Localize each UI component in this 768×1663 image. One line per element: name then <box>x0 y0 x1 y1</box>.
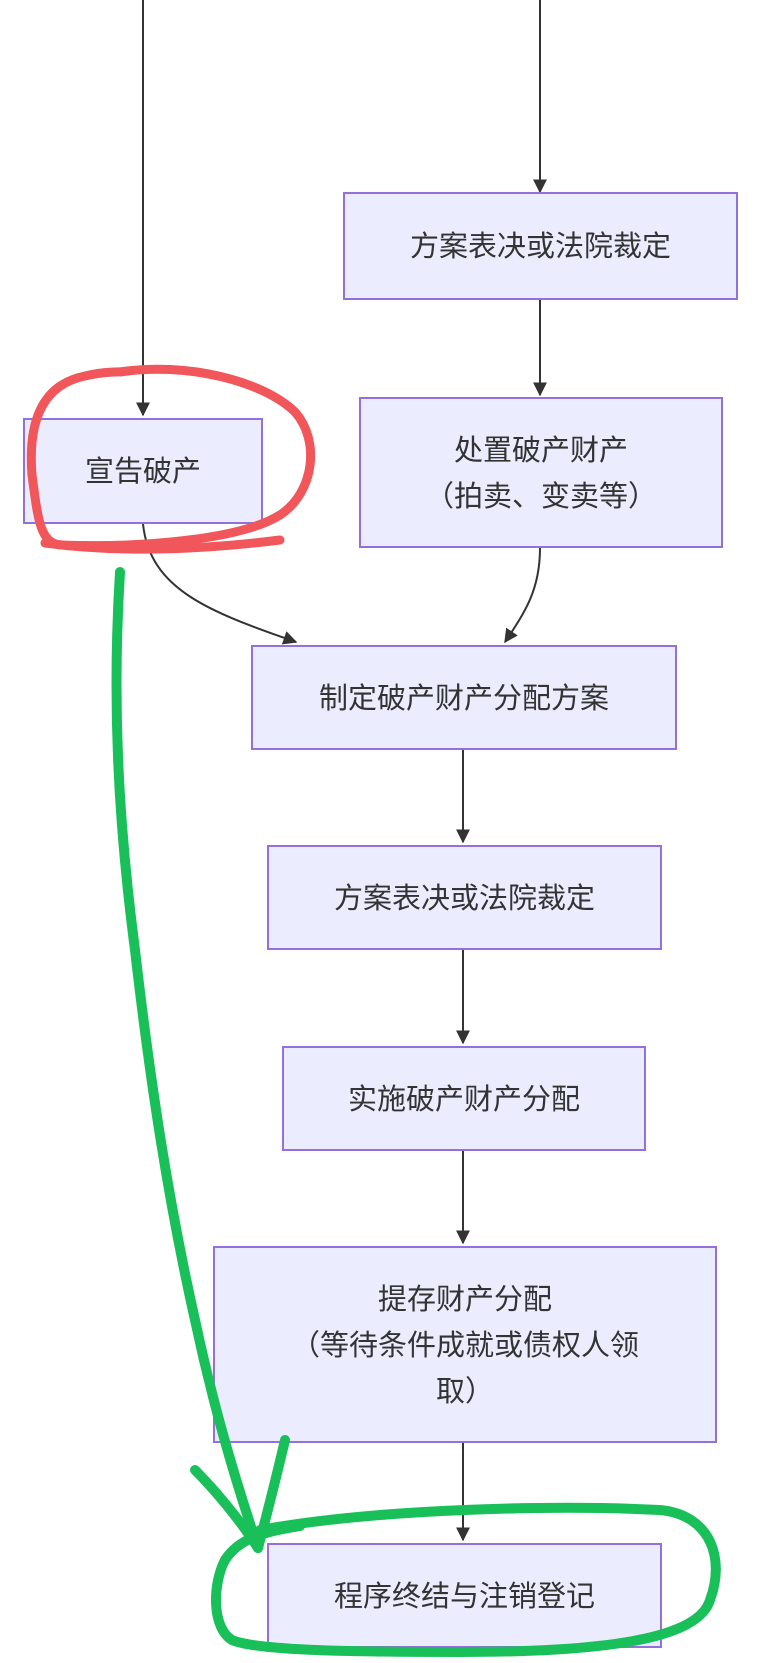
node-text-line: （拍卖、变卖等） <box>424 478 657 513</box>
node-implement-distribution: 实施破产财产分配 <box>282 1046 646 1151</box>
node-text-line: 程序终结与注销登记 <box>333 1578 595 1613</box>
edge-declare-to-plan <box>142 523 298 645</box>
node-text-line: 制定破产财产分配方案 <box>318 680 609 715</box>
node-text-line: 取） <box>435 1373 494 1408</box>
node-declare-bankruptcy: 宣告破产 <box>23 418 263 524</box>
node-text-line: 宣告破产 <box>84 454 201 488</box>
node-decision-top: 方案表决或法院裁定 <box>343 192 738 300</box>
node-text-line: 提存财产分配 <box>377 1281 552 1316</box>
node-termination: 程序终结与注销登记 <box>267 1543 662 1648</box>
node-text-line: 实施破产财产分配 <box>347 1081 580 1116</box>
node-text-line: 处置破产财产 <box>453 432 628 467</box>
node-dispose-property: 处置破产财产 （拍卖、变卖等） <box>359 397 723 548</box>
node-escrow-distribution: 提存财产分配 （等待条件成就或债权人领取） <box>213 1246 717 1443</box>
node-decision-second: 方案表决或法院裁定 <box>267 845 662 950</box>
edge-dispose-to-plan <box>504 547 541 644</box>
node-text-line: 方案表决或法院裁定 <box>409 229 671 263</box>
node-text-line: （等待条件成就或债权人领 <box>290 1327 639 1362</box>
node-distribution-plan: 制定破产财产分配方案 <box>251 645 677 750</box>
node-text-line: 方案表决或法院裁定 <box>333 880 595 915</box>
